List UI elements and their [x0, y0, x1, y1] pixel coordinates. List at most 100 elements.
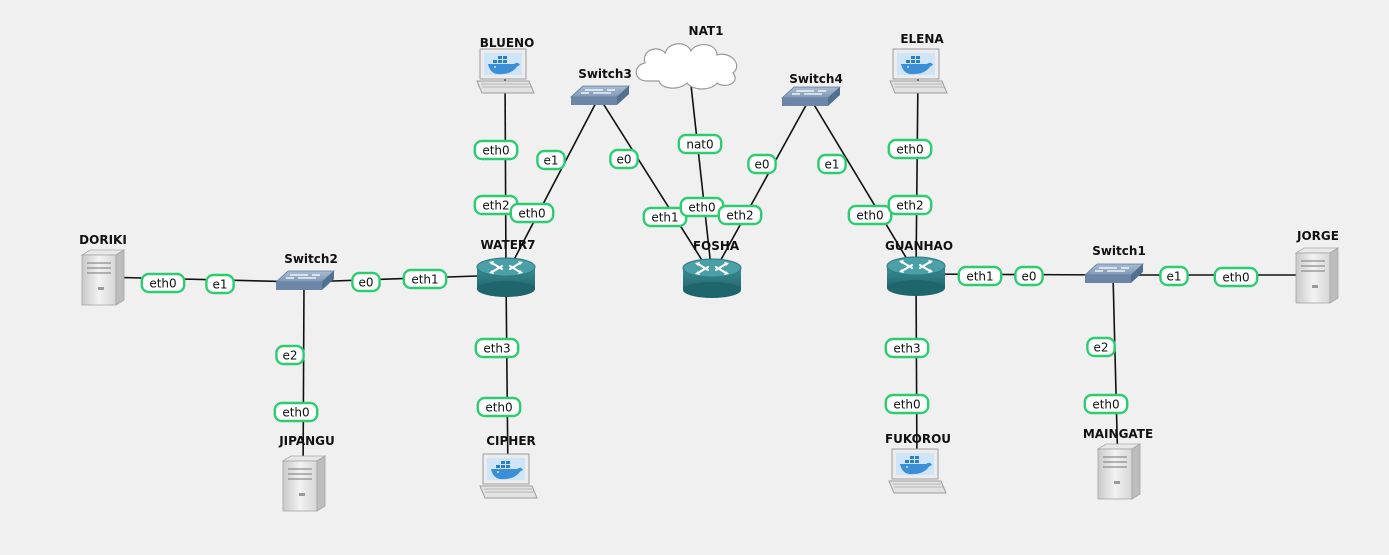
node-maingate[interactable]: MAINGATE	[1083, 427, 1153, 500]
interface-label-fosha-eth0: eth0	[679, 196, 725, 218]
node-guanhao[interactable]: GUANHAO	[885, 239, 953, 297]
switch-icon	[1084, 263, 1144, 284]
svg-text:eth3: eth3	[483, 342, 510, 356]
node-switch3[interactable]: Switch3	[570, 67, 632, 106]
interface-label-elena-eth0: eth0	[887, 138, 933, 160]
interface-label-blueno-eth0: eth0	[473, 139, 519, 161]
interface-label-switch2-e0: e0	[351, 271, 381, 293]
node-label-jipangu: JIPANGU	[278, 434, 335, 448]
link-switch1-maingate[interactable]	[1112, 274, 1119, 472]
link-water7-switch3[interactable]	[505, 96, 600, 276]
interface-label-water7-eth1: eth1	[402, 268, 448, 290]
interface-label-cipher-eth0: eth0	[476, 396, 522, 418]
node-label-switch2: Switch2	[284, 252, 338, 266]
svg-text:eth1: eth1	[411, 273, 438, 287]
node-label-doriki: DORIKI	[79, 233, 127, 247]
svg-text:eth0: eth0	[893, 398, 920, 412]
interface-label-switch4-e0: e0	[747, 153, 777, 175]
link-guanhao-fukorou[interactable]	[915, 273, 918, 474]
svg-text:eth0: eth0	[149, 277, 176, 291]
link-switch4-guanhao[interactable]	[809, 97, 917, 275]
node-label-water7: WATER7	[480, 238, 535, 252]
router-icon	[682, 258, 742, 299]
node-label-blueno: BLUENO	[480, 36, 535, 50]
interface-label-guanhao-eth1: eth1	[957, 265, 1003, 287]
interface-label-switch2-e2: e2	[275, 344, 305, 366]
link-guanhao-elena[interactable]	[915, 72, 919, 275]
node-water7[interactable]: WATER7	[476, 238, 536, 298]
interface-label-doriki-eth0: eth0	[140, 272, 186, 294]
interface-label-fosha-eth2: eth2	[717, 204, 763, 226]
docker-host-icon	[479, 453, 538, 499]
interface-label-fukorou-eth0: eth0	[884, 393, 930, 415]
interface-label-maingate-eth0: eth0	[1083, 393, 1129, 415]
node-elena[interactable]: ELENA	[889, 32, 948, 94]
switch-icon	[781, 86, 841, 107]
interface-label-switch1-e2: e2	[1086, 336, 1116, 358]
node-label-maingate: MAINGATE	[1083, 427, 1153, 441]
svg-text:e0: e0	[1021, 270, 1036, 284]
node-fukorou[interactable]: FUKOROU	[885, 432, 951, 494]
node-jorge[interactable]: JORGE	[1295, 229, 1339, 304]
interface-label-switch3-e1: e1	[536, 149, 566, 171]
node-switch1[interactable]: Switch1	[1084, 244, 1146, 284]
node-jipangu[interactable]: JIPANGU	[278, 434, 335, 512]
node-blueno[interactable]: BLUENO	[476, 36, 535, 94]
interface-label-guanhao-eth0: eth0	[847, 204, 893, 226]
docker-host-icon	[888, 448, 947, 494]
link-switch3-fosha[interactable]	[598, 96, 713, 277]
link-nat1-fosha[interactable]	[688, 66, 713, 277]
interface-label-switch4-e1: e1	[817, 153, 847, 175]
interface-label-jipangu-eth0: eth0	[273, 401, 319, 423]
interface-label-switch1-e1: e1	[1159, 265, 1189, 287]
interface-label-jorge-eth0: eth0	[1213, 266, 1259, 288]
interface-label-water7-eth3: eth3	[474, 337, 520, 359]
svg-text:e1: e1	[1166, 270, 1181, 284]
svg-text:e0: e0	[358, 276, 373, 290]
svg-text:eth0: eth0	[896, 143, 923, 157]
link-water7-blueno[interactable]	[504, 72, 507, 276]
node-nat1[interactable]: NAT1	[635, 24, 738, 90]
svg-text:eth0: eth0	[282, 406, 309, 420]
link-water7-cipher[interactable]	[505, 274, 509, 479]
switch-icon	[570, 85, 630, 106]
svg-text:eth0: eth0	[688, 201, 715, 215]
svg-text:eth2: eth2	[896, 199, 923, 213]
docker-host-icon	[889, 48, 948, 94]
svg-text:eth0: eth0	[485, 401, 512, 415]
node-label-switch3: Switch3	[578, 67, 632, 81]
link-doriki-switch2[interactable]	[101, 276, 305, 283]
link-fosha-switch4[interactable]	[711, 97, 811, 277]
svg-text:eth0: eth0	[856, 209, 883, 223]
node-label-elena: ELENA	[900, 32, 944, 46]
node-cipher[interactable]: CIPHER	[479, 434, 538, 499]
interface-label-switch2-e1: e1	[205, 273, 235, 295]
node-label-switch1: Switch1	[1092, 244, 1146, 258]
interface-label-switch3-e0: e0	[609, 148, 639, 170]
svg-text:e2: e2	[282, 349, 297, 363]
node-switch4[interactable]: Switch4	[781, 72, 843, 107]
node-switch2[interactable]: Switch2	[275, 252, 338, 291]
svg-text:e1: e1	[824, 158, 839, 172]
svg-text:eth1: eth1	[651, 211, 678, 225]
node-doriki[interactable]: DORIKI	[79, 233, 127, 306]
interface-label-water7-eth2: eth2	[473, 194, 519, 216]
svg-text:e1: e1	[212, 278, 227, 292]
node-label-switch4: Switch4	[789, 72, 843, 86]
svg-text:eth0: eth0	[518, 207, 545, 221]
docker-host-icon	[476, 48, 535, 94]
node-fosha[interactable]: FOSHA	[682, 239, 742, 299]
router-icon	[476, 257, 536, 298]
switch-icon	[275, 270, 335, 291]
router-icon	[886, 256, 946, 297]
link-switch2-jipangu[interactable]	[302, 281, 305, 484]
node-label-fukorou: FUKOROU	[885, 432, 951, 446]
svg-text:e0: e0	[754, 158, 769, 172]
svg-text:eth0: eth0	[1222, 271, 1249, 285]
svg-text:e0: e0	[616, 153, 631, 167]
interface-label-water7-eth0: eth0	[509, 202, 555, 224]
interface-label-nat1-nat0: nat0	[677, 133, 723, 155]
interface-label-switch1-e0: e0	[1014, 265, 1044, 287]
